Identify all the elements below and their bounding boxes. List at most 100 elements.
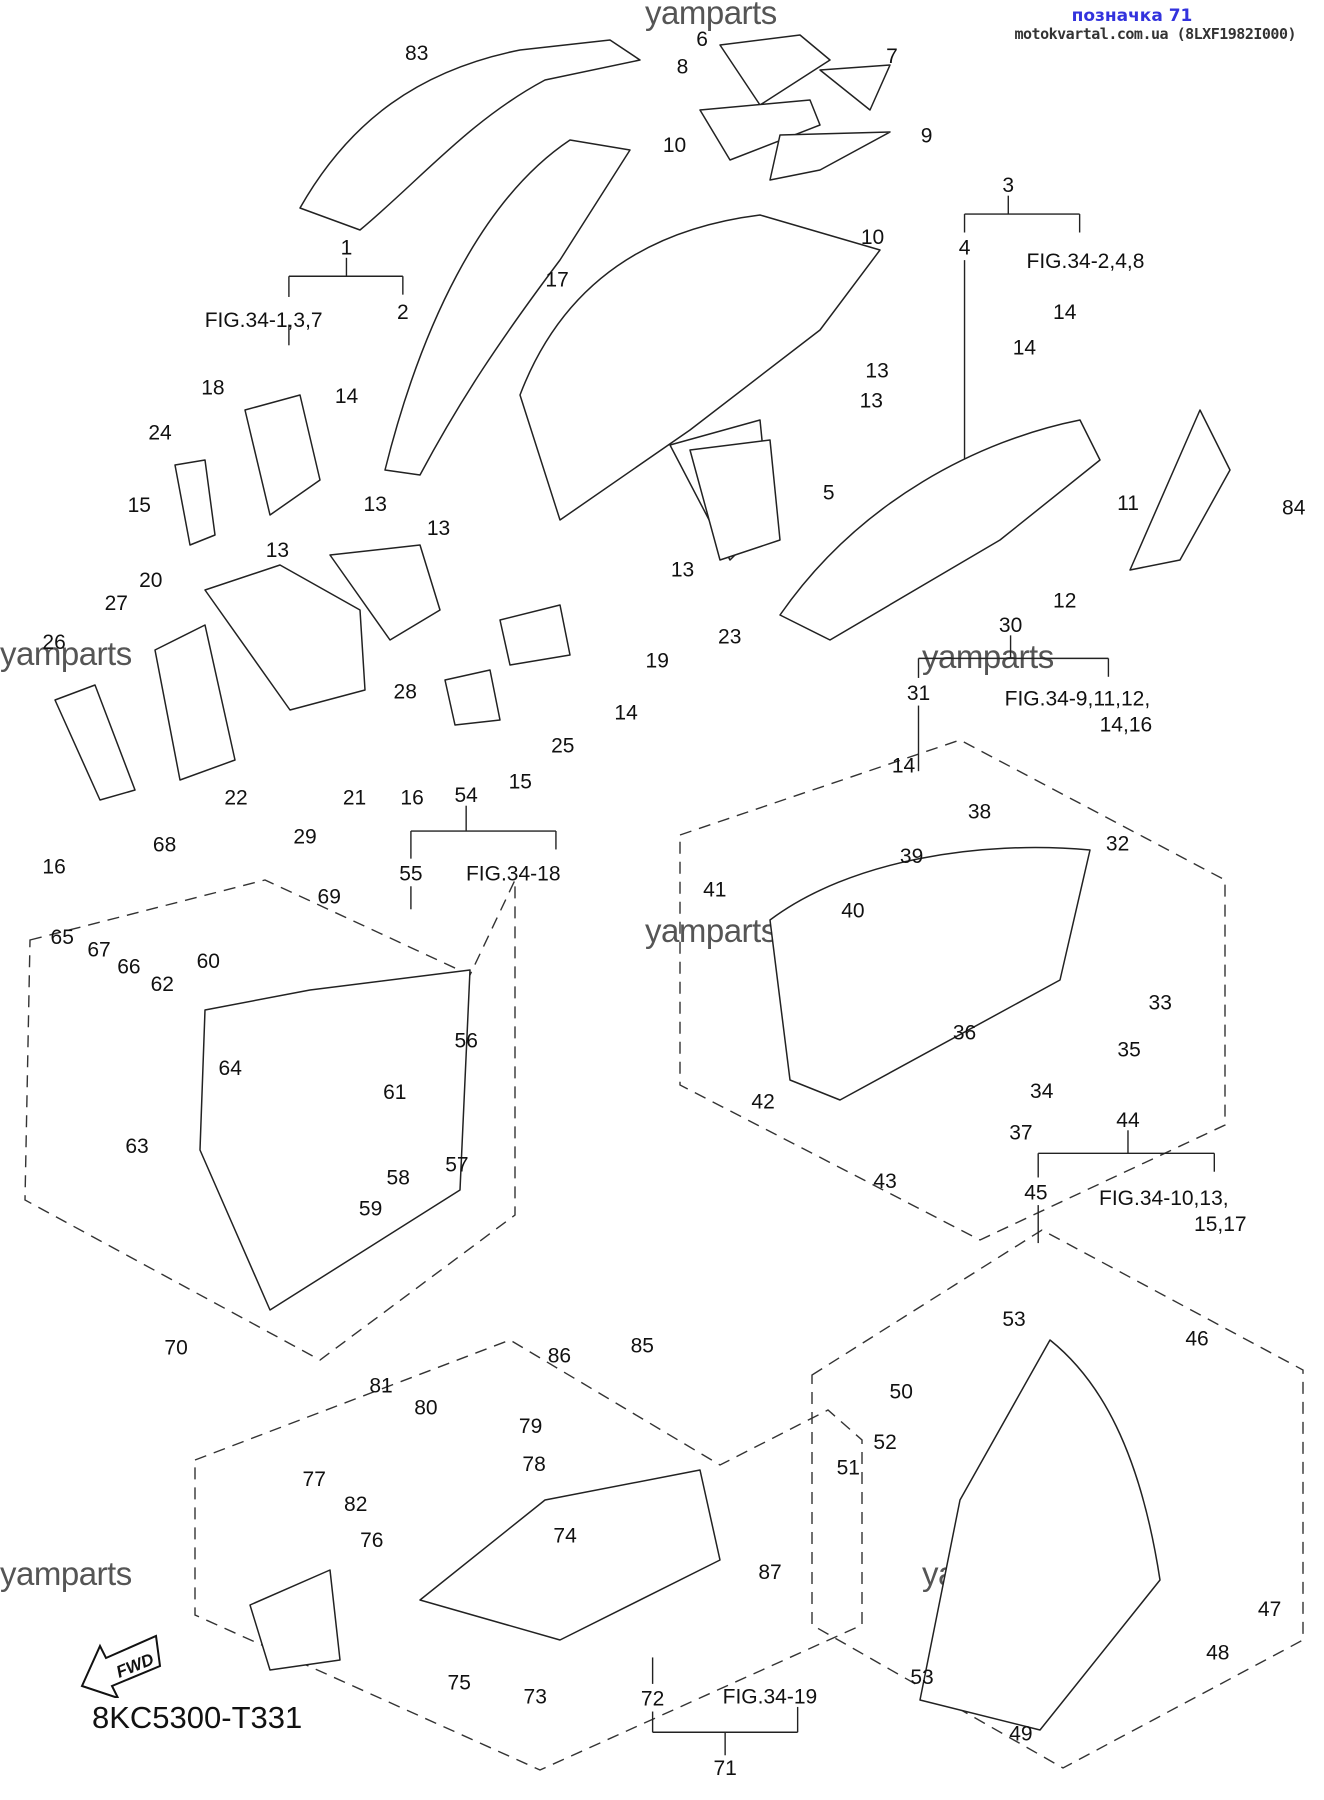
part-label-63[interactable]: 63 xyxy=(125,1135,148,1158)
part-label-83[interactable]: 83 xyxy=(405,42,428,65)
part-label-79[interactable]: 79 xyxy=(519,1415,542,1438)
forward-arrow-icon xyxy=(80,1634,162,1700)
figure-reference[interactable]: FIG.34-19 xyxy=(723,1685,818,1708)
part-label-28[interactable]: 28 xyxy=(394,681,417,704)
part-label-67[interactable]: 67 xyxy=(87,938,110,961)
part-label-19[interactable]: 19 xyxy=(646,650,669,673)
figure-reference[interactable]: FIG.34-9,11,12, xyxy=(1005,688,1151,711)
group-brackets xyxy=(288,195,1216,1756)
part-outline xyxy=(174,459,216,546)
part-label-13[interactable]: 13 xyxy=(671,559,694,582)
part-label-73[interactable]: 73 xyxy=(524,1685,547,1708)
part-label-58[interactable]: 58 xyxy=(387,1166,410,1189)
part-label-87[interactable]: 87 xyxy=(758,1561,781,1584)
part-label-53[interactable]: 53 xyxy=(1002,1308,1025,1331)
part-label-46[interactable]: 46 xyxy=(1185,1328,1208,1351)
part-label-6[interactable]: 6 xyxy=(696,28,708,51)
part-label-39[interactable]: 39 xyxy=(900,845,923,868)
part-label-7[interactable]: 7 xyxy=(886,45,898,68)
part-label-8[interactable]: 8 xyxy=(677,56,689,79)
part-label-15[interactable]: 15 xyxy=(128,494,151,517)
part-label-23[interactable]: 23 xyxy=(718,625,741,648)
part-label-16[interactable]: 16 xyxy=(400,787,423,810)
part-label-14[interactable]: 14 xyxy=(1013,337,1037,360)
figure-reference[interactable]: 14,16 xyxy=(1100,714,1153,737)
part-label-36[interactable]: 36 xyxy=(953,1021,976,1044)
part-label-61[interactable]: 61 xyxy=(383,1081,406,1104)
part-label-76[interactable]: 76 xyxy=(360,1529,383,1552)
part-label-50[interactable]: 50 xyxy=(890,1380,913,1403)
figure-reference[interactable]: 15,17 xyxy=(1194,1213,1247,1236)
part-label-52[interactable]: 52 xyxy=(873,1431,896,1454)
part-label-21[interactable]: 21 xyxy=(343,787,366,810)
part-label-22[interactable]: 22 xyxy=(224,787,247,810)
part-label-11[interactable]: 11 xyxy=(1117,492,1139,515)
part-label-35[interactable]: 35 xyxy=(1117,1039,1140,1062)
part-label-10[interactable]: 10 xyxy=(663,134,686,157)
part-label-40[interactable]: 40 xyxy=(841,899,864,922)
part-label-80[interactable]: 80 xyxy=(414,1397,437,1420)
figure-reference[interactable]: FIG.34-18 xyxy=(466,862,561,885)
part-label-75[interactable]: 75 xyxy=(448,1672,471,1695)
part-label-16[interactable]: 16 xyxy=(42,856,65,879)
part-label-13[interactable]: 13 xyxy=(860,389,883,412)
part-label-17[interactable]: 17 xyxy=(545,269,568,292)
part-label-32[interactable]: 32 xyxy=(1106,833,1129,856)
part-label-33[interactable]: 33 xyxy=(1149,991,1172,1014)
part-label-77[interactable]: 77 xyxy=(303,1468,326,1491)
figure-reference[interactable]: FIG.34-10,13, xyxy=(1099,1187,1229,1210)
part-label-13[interactable]: 13 xyxy=(427,517,450,540)
part-label-47[interactable]: 47 xyxy=(1258,1598,1281,1621)
part-label-53[interactable]: 53 xyxy=(910,1666,933,1689)
part-label-41[interactable]: 41 xyxy=(703,879,726,902)
part-label-64[interactable]: 64 xyxy=(219,1057,243,1080)
part-label-59[interactable]: 59 xyxy=(359,1197,382,1220)
part-label-82[interactable]: 82 xyxy=(344,1493,367,1516)
part-label-13[interactable]: 13 xyxy=(266,539,289,562)
part-label-66[interactable]: 66 xyxy=(117,956,140,979)
part-label-12[interactable]: 12 xyxy=(1053,590,1076,613)
part-label-70[interactable]: 70 xyxy=(164,1337,187,1360)
part-label-25[interactable]: 25 xyxy=(551,735,574,758)
part-label-14[interactable]: 14 xyxy=(892,754,916,777)
part-label-14[interactable]: 14 xyxy=(335,385,359,408)
part-label-86[interactable]: 86 xyxy=(548,1345,571,1368)
part-label-49[interactable]: 49 xyxy=(1009,1722,1032,1745)
part-label-57[interactable]: 57 xyxy=(445,1154,468,1177)
part-label-74[interactable]: 74 xyxy=(553,1524,577,1547)
figure-reference[interactable]: FIG.34-1,3,7 xyxy=(205,309,323,332)
part-label-43[interactable]: 43 xyxy=(873,1170,896,1193)
part-label-9[interactable]: 9 xyxy=(921,125,933,148)
part-label-24[interactable]: 24 xyxy=(148,422,172,445)
part-label-42[interactable]: 42 xyxy=(751,1090,774,1113)
part-label-13[interactable]: 13 xyxy=(865,360,888,383)
part-label-20[interactable]: 20 xyxy=(139,569,162,592)
part-label-81[interactable]: 81 xyxy=(369,1375,392,1398)
part-label-14[interactable]: 14 xyxy=(614,701,638,724)
part-label-37[interactable]: 37 xyxy=(1009,1121,1032,1144)
part-label-56[interactable]: 56 xyxy=(455,1029,478,1052)
part-label-85[interactable]: 85 xyxy=(631,1334,654,1357)
part-outline xyxy=(249,1569,341,1671)
part-label-60[interactable]: 60 xyxy=(197,950,220,973)
part-label-10[interactable]: 10 xyxy=(861,226,884,249)
part-label-51[interactable]: 51 xyxy=(837,1456,860,1479)
part-label-5[interactable]: 5 xyxy=(823,482,835,505)
part-label-27[interactable]: 27 xyxy=(105,592,128,615)
figure-reference[interactable]: FIG.34-2,4,8 xyxy=(1027,250,1145,273)
part-label-68[interactable]: 68 xyxy=(153,834,176,857)
part-label-69[interactable]: 69 xyxy=(318,886,341,909)
part-label-62[interactable]: 62 xyxy=(151,973,174,996)
part-label-78[interactable]: 78 xyxy=(522,1453,545,1476)
part-label-26[interactable]: 26 xyxy=(42,631,65,654)
part-label-13[interactable]: 13 xyxy=(364,493,387,516)
part-label-84[interactable]: 84 xyxy=(1282,496,1306,519)
part-label-18[interactable]: 18 xyxy=(201,377,224,400)
part-label-48[interactable]: 48 xyxy=(1206,1642,1229,1665)
part-label-29[interactable]: 29 xyxy=(293,826,316,849)
part-label-15[interactable]: 15 xyxy=(509,770,532,793)
part-label-38[interactable]: 38 xyxy=(968,800,991,823)
part-label-14[interactable]: 14 xyxy=(1053,301,1077,324)
part-label-34[interactable]: 34 xyxy=(1030,1080,1054,1103)
part-label-65[interactable]: 65 xyxy=(51,926,74,949)
